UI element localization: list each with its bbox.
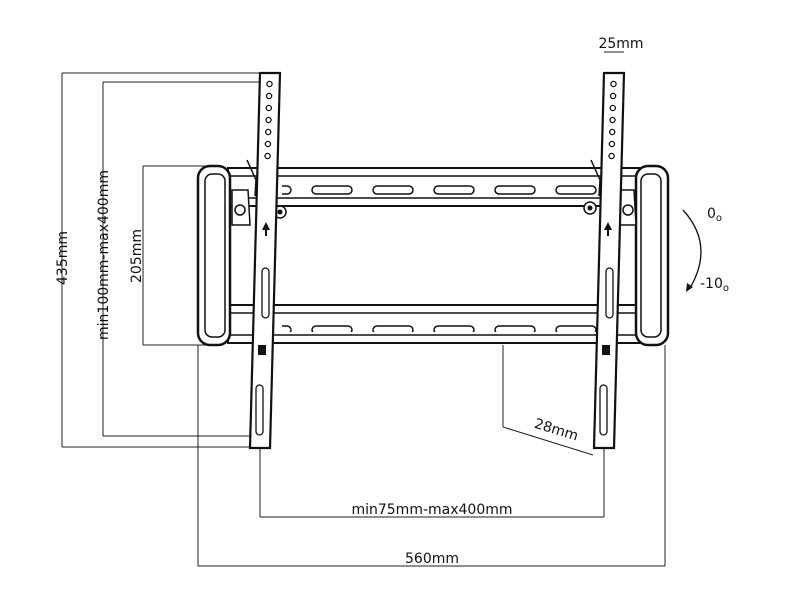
right-end-cap <box>634 164 670 347</box>
tilt-lower-label: -10o <box>700 276 729 294</box>
degree-symbol: o <box>716 213 722 224</box>
degree-symbol: o <box>723 283 729 294</box>
dim-25mm: 25mm <box>598 36 643 52</box>
tilt-arrow-icon <box>682 209 702 292</box>
tilt-upper-value: 0 <box>707 206 716 222</box>
dim-560mm: 560mm <box>405 551 459 567</box>
wall-plate <box>196 164 670 347</box>
dimension-guides <box>61 51 666 567</box>
tilt-upper-label: 0o <box>707 206 722 224</box>
left-tv-bracket <box>246 71 282 450</box>
tilt-lower-value: -10 <box>700 276 723 292</box>
dim-205mm: 205mm <box>129 229 145 283</box>
right-tv-bracket <box>590 71 626 450</box>
dim-28mm: 28mm <box>532 416 580 444</box>
dim-hole-spacing-horizontal: min75mm-max400mm <box>351 502 512 518</box>
dim-hole-spacing-vertical: min100mm-max400mm <box>96 170 112 340</box>
dim-435mm: 435mm <box>55 231 71 285</box>
left-end-cap <box>196 164 232 347</box>
